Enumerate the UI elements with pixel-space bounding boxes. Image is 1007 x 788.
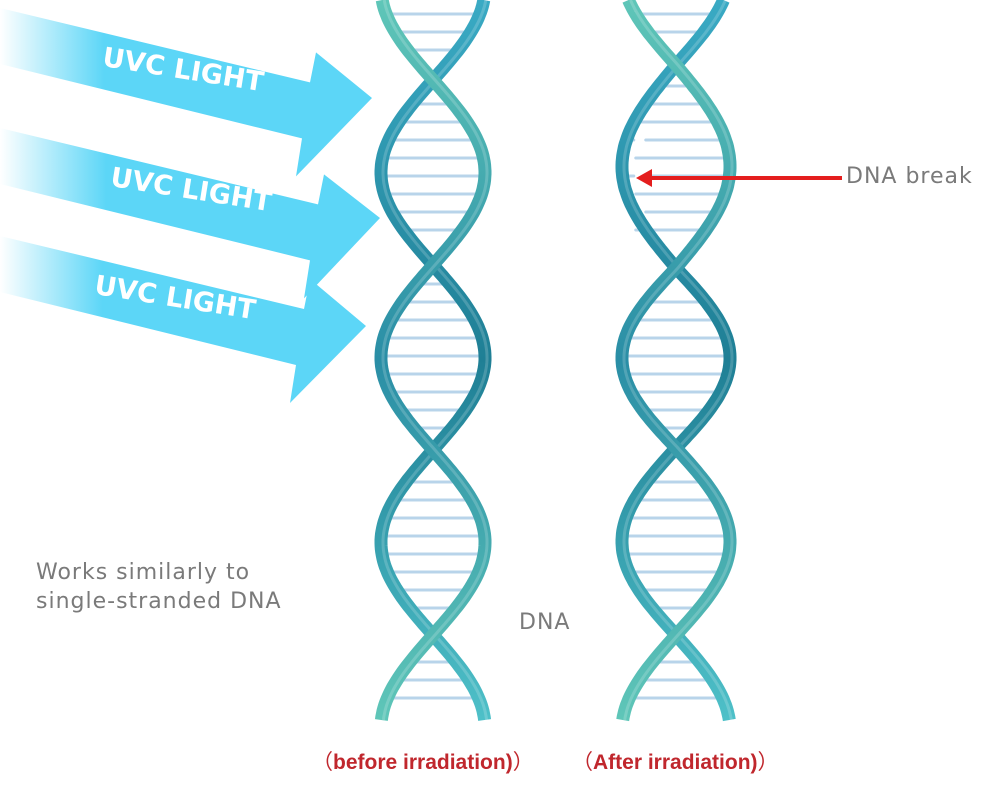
dna-label: DNA (519, 610, 571, 635)
dna-helix-before (374, 0, 492, 721)
side-note-text: Works similarly to single-stranded DNA (36, 560, 282, 614)
dna-helix-after (615, 0, 737, 722)
dna-strand-front (615, 0, 737, 722)
caption-before-text: before irradiation) (333, 751, 513, 774)
caption-before-irradiation: （before irradiation)） (312, 746, 534, 776)
dna-break-pointer (636, 169, 842, 187)
paren-open: （ (572, 751, 593, 774)
red-arrowhead-icon (636, 169, 652, 187)
dna-strand-back (615, 0, 737, 722)
dna-helices (374, 0, 737, 722)
caption-after-text: After irradiation) (593, 751, 758, 774)
dna-strand-front (374, 0, 492, 721)
paren-open: （ (312, 751, 333, 774)
paren-close: ） (512, 751, 534, 774)
dna-strand-back (374, 0, 492, 721)
base-pair-rungs (626, 12, 726, 700)
base-pair-rungs (385, 12, 481, 700)
caption-after-irradiation: （After irradiation)） (572, 746, 779, 776)
dna-break-label: DNA break (846, 164, 973, 189)
paren-close: ） (757, 751, 779, 774)
